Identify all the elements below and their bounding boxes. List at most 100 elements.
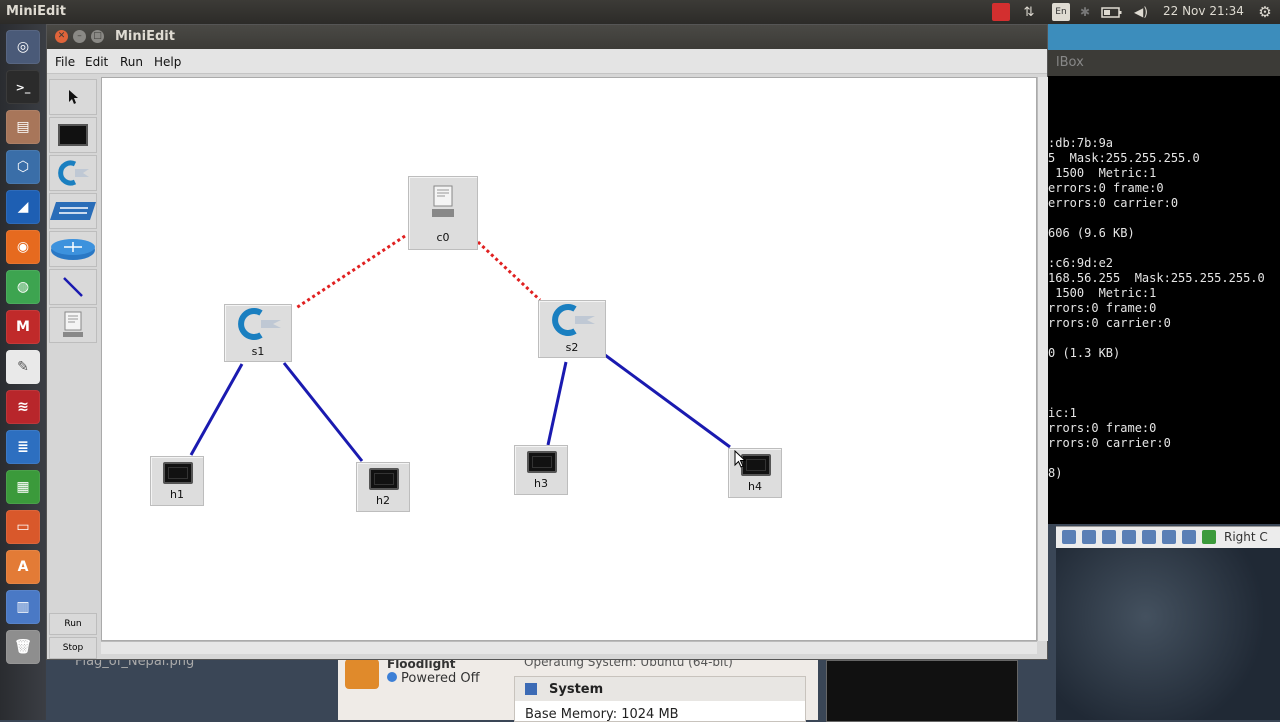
terminal-tab-bar: lBox — [1048, 50, 1280, 76]
ubuntu-software-icon[interactable]: A — [6, 550, 40, 584]
controller-icon — [63, 311, 83, 337]
maximize-icon[interactable]: □ — [91, 30, 104, 43]
terminal-line — [1048, 76, 1265, 91]
terminal-line: rrors:0 carrier:0 — [1048, 316, 1171, 330]
optical-drive-icon[interactable] — [1082, 530, 1096, 544]
node-label: h4 — [748, 480, 762, 493]
horizontal-scrollbar[interactable] — [101, 641, 1037, 654]
keyboard-layout-indicator[interactable]: En — [1052, 3, 1070, 21]
host-node-h2[interactable]: h2 — [356, 462, 410, 512]
active-app-title: MiniEdit — [6, 4, 66, 19]
terminal-line: rrors:0 carrier:0 — [1048, 436, 1171, 450]
bluetooth-icon[interactable]: ✱ — [1079, 5, 1091, 19]
legacy-switch-tool-button[interactable] — [49, 193, 97, 229]
recording-icon[interactable] — [1182, 530, 1196, 544]
miniedit-window[interactable]: ✕ – □ MiniEdit File Edit Run Help — [46, 24, 1048, 660]
controller-link-c0-s1[interactable] — [295, 234, 406, 310]
host-icon — [369, 468, 399, 490]
stop-button[interactable]: Stop — [49, 637, 97, 659]
openflow-switch-icon — [238, 308, 281, 340]
files-stack-icon[interactable]: ▥ — [6, 590, 40, 624]
controller-icon — [432, 185, 454, 217]
writer-icon[interactable]: ≣ — [6, 430, 40, 464]
terminal-line: 168.56.255 Mask:255.255.255.0 — [1048, 271, 1265, 285]
mouse-integration-icon[interactable] — [1202, 530, 1216, 544]
chrome-icon[interactable]: ◍ — [6, 270, 40, 304]
terminal-line: rrors:0 frame:0 — [1048, 301, 1157, 315]
vm-os-icon — [345, 659, 379, 689]
vertical-scrollbar[interactable] — [1037, 77, 1048, 641]
host-tool-button[interactable] — [49, 117, 97, 153]
openflow-switch-icon — [58, 160, 89, 186]
network-icon[interactable] — [1162, 530, 1176, 544]
run-button[interactable]: Run — [49, 613, 97, 635]
calc-icon[interactable]: ▦ — [6, 470, 40, 504]
volume-icon[interactable]: ◀) — [1134, 5, 1148, 19]
menu-file[interactable]: File — [55, 55, 76, 69]
display-icon[interactable] — [1142, 530, 1156, 544]
terminal-icon[interactable]: >_ — [6, 70, 40, 104]
settings-gear-icon[interactable]: ⚙ — [1258, 3, 1272, 21]
router-icon — [51, 239, 95, 260]
files-icon[interactable]: ▤ — [6, 110, 40, 144]
menu-help[interactable]: Help — [154, 55, 182, 69]
window-titlebar[interactable]: ✕ – □ MiniEdit — [47, 25, 1047, 49]
mysql-workbench-icon[interactable]: ◢ — [6, 190, 40, 224]
data-link-s1-h2[interactable] — [282, 362, 364, 462]
controller-tool-button[interactable] — [49, 307, 97, 343]
host-key-label: Right C — [1224, 530, 1268, 544]
vm-name: Floodlight — [387, 657, 456, 671]
select-tool-button[interactable] — [49, 79, 97, 115]
shared-folder-icon[interactable] — [1122, 530, 1136, 544]
switch-node-s2[interactable]: s2 — [538, 300, 606, 358]
clock[interactable]: 22 Nov 21:34 — [1163, 4, 1244, 18]
menu-edit[interactable]: Edit — [85, 55, 109, 69]
menu-bar: File Edit Run Help — [47, 49, 1047, 74]
host-node-h1[interactable]: h1 — [150, 456, 204, 506]
menu-run[interactable]: Run — [120, 55, 144, 69]
base-memory-value: Base Memory: 1024 MB — [525, 707, 679, 722]
controller-link-c0-s2[interactable] — [476, 240, 542, 302]
system-section[interactable]: System Base Memory: 1024 MB — [514, 676, 806, 722]
ubuntu-dash-icon[interactable]: ◎ — [6, 30, 40, 64]
trash-icon[interactable]: 🗑 — [6, 630, 40, 664]
host-node-h4[interactable]: h4 — [728, 448, 782, 498]
topology-canvas[interactable]: c0 s1 s2 h1 h2 h3 — [101, 77, 1037, 641]
miniedit-app-icon[interactable]: M — [6, 310, 40, 344]
terminal-line: errors:0 frame:0 — [1048, 181, 1164, 195]
hdd-icon[interactable] — [1062, 530, 1076, 544]
vm-list-item[interactable]: Floodlight Powered Off — [345, 657, 515, 720]
controller-node-c0[interactable]: c0 — [408, 176, 478, 250]
terminal-line — [1048, 331, 1265, 346]
virtualbox-icon[interactable]: ⬡ — [6, 150, 40, 184]
legacy-router-tool-button[interactable] — [49, 231, 97, 267]
data-link-s2-h4[interactable] — [604, 353, 731, 449]
top-panel: MiniEdit ⇅ En ✱ ◀) 22 Nov 21:34 ⚙ — [0, 0, 1280, 24]
data-link-s2-h3[interactable] — [546, 361, 568, 446]
terminal-line — [1048, 211, 1265, 226]
battery-icon[interactable] — [1100, 3, 1124, 21]
minimize-icon[interactable]: – — [73, 30, 86, 43]
host-node-h3[interactable]: h3 — [514, 445, 568, 495]
indicator-red-icon[interactable] — [992, 3, 1010, 21]
host-icon — [527, 451, 557, 473]
window-title: MiniEdit — [115, 29, 175, 44]
switch-tool-button[interactable] — [49, 155, 97, 191]
wifi-icon[interactable]: ⇅ — [1023, 4, 1035, 20]
terminal-line: 1500 Metric:1 — [1048, 286, 1157, 300]
text-editor-icon[interactable]: ✎ — [6, 350, 40, 384]
switch-node-s1[interactable]: s1 — [224, 304, 292, 362]
firefox-icon[interactable]: ◉ — [6, 230, 40, 264]
unity-launcher: ◎ >_ ▤ ⬡ ◢ ◉ ◍ M ✎ ≋ ≣ ▦ ▭ A ▥ 🗑 — [0, 24, 46, 720]
usb-icon[interactable] — [1102, 530, 1116, 544]
netlink-tool-button[interactable] — [49, 269, 97, 305]
impress-icon[interactable]: ▭ — [6, 510, 40, 544]
powered-off-icon — [387, 672, 397, 682]
data-link-s1-h1[interactable] — [189, 363, 244, 456]
mendeley-icon[interactable]: ≋ — [6, 390, 40, 424]
vm-status: Powered Off — [387, 671, 480, 686]
node-label: h2 — [376, 494, 390, 507]
close-icon[interactable]: ✕ — [55, 30, 68, 43]
